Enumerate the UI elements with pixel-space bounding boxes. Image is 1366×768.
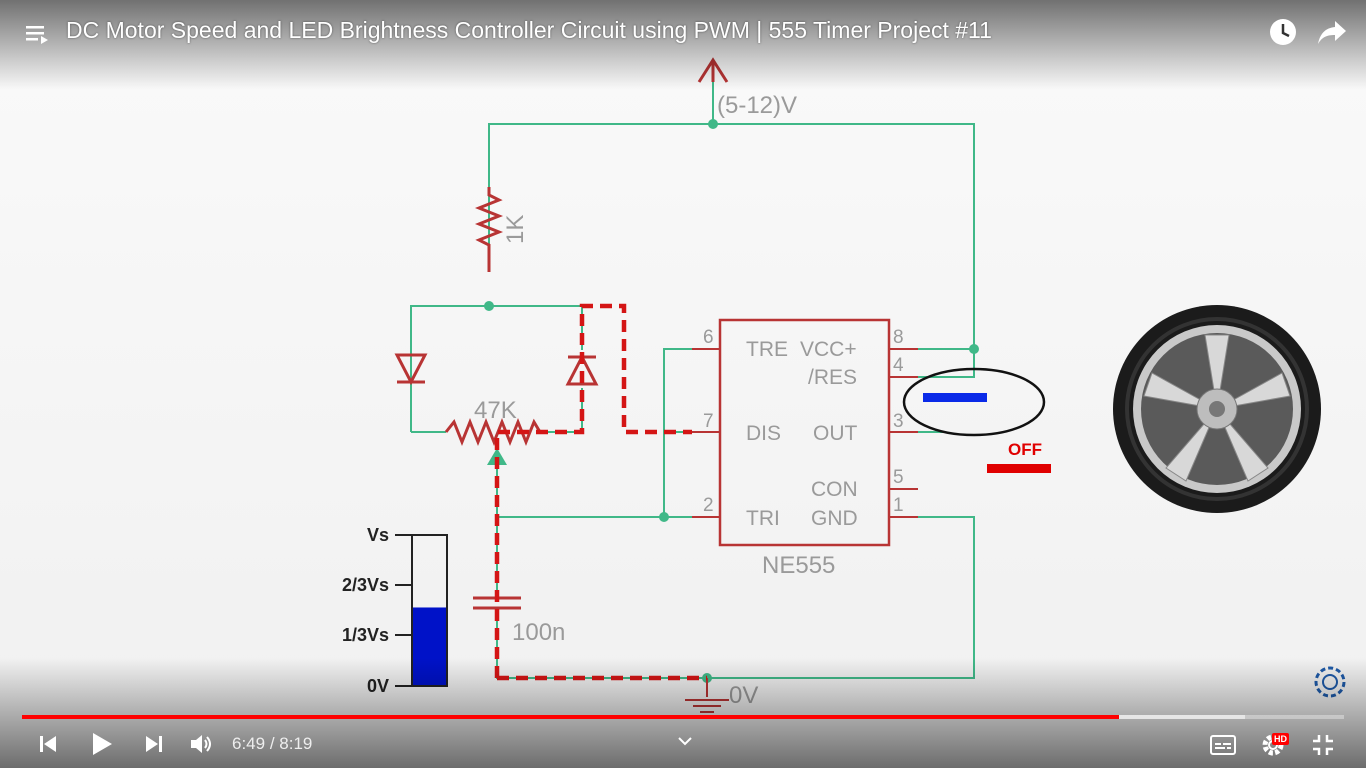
pin-num-1: 1 — [893, 495, 904, 516]
pin-res: /RES — [808, 366, 857, 389]
volume-icon[interactable] — [188, 731, 216, 757]
subtitles-icon[interactable] — [1208, 732, 1238, 758]
output-state-bar — [987, 464, 1051, 473]
meter-fill — [412, 607, 447, 686]
supply-label: (5-12)V — [717, 92, 797, 119]
pin-tre: TRE — [746, 338, 788, 361]
ground-label: 0V — [729, 682, 758, 709]
time-separator: / — [265, 734, 280, 753]
output-level-bar — [923, 393, 987, 402]
play-icon[interactable] — [88, 730, 116, 758]
hd-badge: HD — [1272, 733, 1289, 745]
meter-label-2-3vs: 2/3Vs — [342, 575, 389, 595]
voltage-meter: Vs 2/3Vs 1/3Vs 0V — [342, 525, 448, 696]
output-indicator-ellipse — [902, 367, 1046, 437]
video-title[interactable]: DC Motor Speed and LED Brightness Contro… — [66, 17, 992, 43]
pin-out: OUT — [813, 422, 858, 445]
pin-num-3: 3 — [893, 411, 904, 432]
chevron-down-icon[interactable] — [674, 732, 696, 750]
current-time: 6:49 — [232, 734, 266, 753]
cap-label: 100n — [512, 619, 565, 646]
pin-num-5: 5 — [893, 467, 904, 488]
subscribe-watermark — [1314, 666, 1346, 698]
exit-fullscreen-icon[interactable] — [1309, 731, 1337, 759]
resistor-1k — [474, 187, 504, 272]
pin-num-7: 7 — [703, 411, 714, 432]
meter-label-1-3vs: 1/3Vs — [342, 625, 389, 645]
meter-label-vs: Vs — [367, 525, 389, 545]
played-bar — [22, 715, 1120, 719]
resistor-label: 1K — [502, 215, 529, 244]
playlist-icon[interactable] — [22, 20, 52, 48]
potentiometer-47k — [444, 417, 542, 447]
circuit-labels: (5-12)V 1K 47K 100n 0V NE555 TRE VCC+ /R… — [474, 92, 904, 709]
pot-label: 47K — [474, 397, 517, 424]
progress-bar[interactable] — [22, 715, 1344, 719]
pin-dis: DIS — [746, 422, 781, 445]
next-icon[interactable] — [142, 732, 166, 756]
pin-num-2: 2 — [703, 495, 714, 516]
time-display: 6:49 / 8:19 — [232, 734, 312, 754]
pin-num-6: 6 — [703, 327, 714, 348]
pin-tri: TRI — [746, 507, 780, 530]
pot-wiper-arrow — [487, 448, 507, 465]
output-state-label: OFF — [1008, 440, 1042, 459]
chip-name: NE555 — [762, 552, 835, 579]
motor-wheel-image — [1113, 305, 1321, 513]
pin-num-4: 4 — [893, 355, 904, 376]
pin-con: CON — [811, 478, 858, 501]
previous-icon[interactable] — [36, 732, 60, 756]
duration: 8:19 — [279, 734, 313, 753]
diode-right — [565, 353, 599, 386]
watch-later-icon[interactable] — [1267, 16, 1299, 48]
pin-vcc: VCC+ — [800, 338, 857, 361]
meter-label-0v: 0V — [367, 676, 389, 696]
share-icon[interactable] — [1315, 16, 1349, 48]
pin-gnd: GND — [811, 507, 858, 530]
diode-left — [394, 353, 428, 386]
pin-num-8: 8 — [893, 327, 904, 348]
